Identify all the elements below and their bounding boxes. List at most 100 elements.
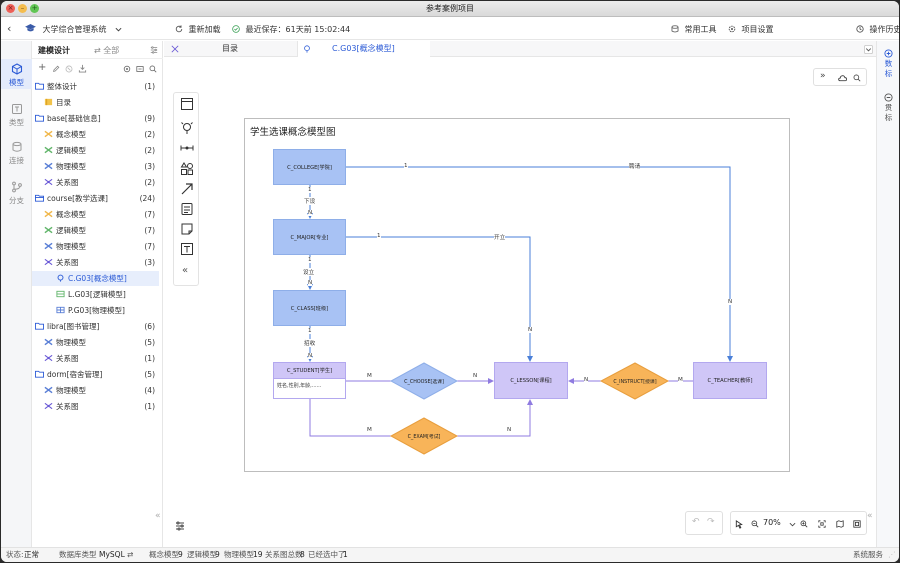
tree-item-relation[interactable]: 关系图(1) [32,351,159,366]
export-icon[interactable] [136,65,144,73]
expand-icon[interactable]: » [820,71,826,81]
rail-type[interactable]: 类型 [1,99,32,129]
rail-branch[interactable]: 分支 [1,177,32,207]
tree-item-relation[interactable]: 关系图(1) [32,399,159,414]
tree-count: (1) [144,354,155,363]
tree-item-concept[interactable]: 概念模型(2) [32,127,159,142]
tree-item-physical[interactable]: 物理模型(5) [32,335,159,350]
maximize-window-button[interactable]: + [30,4,39,13]
history-button[interactable]: 操作历史 [856,24,899,35]
tree-item-lg03[interactable]: L.G03[逻辑模型] [32,287,159,302]
tab-cg03[interactable]: C.G03[概念模型] [298,41,430,57]
tree-label: 物理模型 [56,386,86,395]
delete-icon[interactable] [65,65,73,73]
project-settings-label: 项目设置 [741,25,774,34]
canvas-settings-icon[interactable] [175,521,185,531]
zoom-in-icon[interactable] [800,520,808,528]
entity-tool-icon[interactable] [180,121,194,135]
text-tool-icon[interactable] [180,242,194,256]
table-tool-icon[interactable] [180,202,194,216]
chevron-down-icon[interactable] [789,522,796,527]
redo-icon[interactable]: ↷ [707,517,715,527]
entity-class[interactable]: C_CLASS[班级] [273,290,346,326]
tree-count: (9) [144,114,155,123]
tab-catalog[interactable]: 目录 [164,41,298,57]
common-tools-button[interactable]: 常用工具 [671,24,717,35]
fit-screen-icon[interactable] [818,520,826,528]
entity-teacher-label: C_TEACHER[教师] [707,378,753,384]
tree-item-logic[interactable]: 逻辑模型(7) [32,223,159,238]
pointer-icon[interactable] [735,520,743,529]
reload-button[interactable]: 重新加载 [175,24,221,35]
tabs-menu-chevron-icon[interactable] [864,45,873,54]
relation-tool-icon[interactable] [180,141,194,155]
status-logic-label: 逻辑模型 [187,550,217,559]
tree-item-base[interactable]: base[基础信息](9) [32,111,159,126]
close-window-button[interactable]: × [6,4,15,13]
tree-item-concept[interactable]: 概念模型(7) [32,207,159,222]
status-db-value[interactable]: MySQL [99,550,125,559]
target-icon[interactable] [123,65,131,73]
rail-connect[interactable]: 连接 [1,137,32,167]
edit-icon[interactable] [52,65,60,73]
tree-count: (3) [144,162,155,171]
swap-icon[interactable]: ⇄ [127,550,134,559]
system-service-button[interactable]: 系统服务 [853,550,883,559]
import-icon[interactable] [78,64,87,73]
common-tools-label: 常用工具 [684,25,717,34]
status-state-label: 状态: [6,550,24,559]
zoom-level[interactable]: 70% [763,518,781,527]
tree-item-catalog[interactable]: 目录 [32,95,159,110]
catalog-icon [44,98,53,106]
tree-item-libra[interactable]: libra[图书管理](6) [32,319,159,334]
zoom-out-icon[interactable] [751,520,759,528]
tree-item-physical[interactable]: 物理模型(4) [32,383,159,398]
rail-consistency[interactable]: 贯标 [877,91,899,127]
tree-item-cg03-selected[interactable]: C.G03[概念模型] [32,271,159,286]
rail-consistency-label: 贯标 [884,103,893,122]
tree-label: L.G03[逻辑模型] [68,290,126,299]
tree-item-physical[interactable]: 物理模型(7) [32,239,159,254]
search-icon[interactable] [149,65,157,73]
minimize-window-button[interactable]: – [18,4,27,13]
status-physical-label: 物理模型 [224,550,254,559]
collapse-sidebar-icon[interactable]: « [155,511,161,521]
rail-data-standard[interactable]: 数标 [877,47,899,83]
cloud-icon[interactable] [838,74,847,82]
entity-lesson[interactable]: C_LESSON[课程] [494,362,568,399]
note-tool-icon[interactable] [180,222,194,236]
fullscreen-icon[interactable] [853,520,861,528]
entity-lesson-label: C_LESSON[课程] [510,378,552,384]
minimap-icon[interactable] [836,520,844,528]
tree-item-dorm[interactable]: dorm[宿舍管理](5) [32,367,159,382]
tree-item-overall[interactable]: 整体设计(1) [32,79,159,94]
shapes-tool-icon[interactable] [180,162,194,176]
tree-item-pg03[interactable]: P.G03[物理模型] [32,303,159,318]
entity-student[interactable]: C_STUDENT[学生] [273,362,346,379]
tree-item-relation[interactable]: 关系图(2) [32,175,159,190]
tree-item-course[interactable]: course[教学选课](24) [32,191,159,206]
app-name: 大学综合管理系统 [42,25,107,34]
collapse-right-icon[interactable]: « [867,511,873,521]
search-icon[interactable] [853,74,861,82]
tree-item-logic[interactable]: 逻辑模型(2) [32,143,159,158]
tree-item-physical[interactable]: 物理模型(3) [32,159,159,174]
filter-all-button[interactable]: ⇄ 全部 [94,45,119,56]
add-icon[interactable]: + [38,62,47,73]
label-open: 开立 [494,233,506,241]
project-settings-button[interactable]: 项目设置 [728,24,774,35]
sidebar-settings-icon[interactable] [150,46,158,54]
physical-model-icon [44,386,53,394]
collapse-palette-icon[interactable]: « [182,265,189,276]
app-switcher[interactable]: 大学综合管理系统 [25,24,122,35]
tree-item-relation[interactable]: 关系图(3) [32,255,159,270]
tree-count: (2) [144,146,155,155]
back-icon[interactable]: ‹ [7,22,12,35]
entity-major[interactable]: C_MAJOR[专业] [273,219,346,255]
arrow-tool-icon[interactable] [180,182,194,196]
frame-tool-icon[interactable] [180,97,194,111]
entity-teacher[interactable]: C_TEACHER[教师] [693,362,767,399]
undo-icon[interactable]: ↶ [692,517,700,527]
entity-college[interactable]: C_COLLEGE[学院] [273,149,346,185]
rail-model[interactable]: 模型 [1,59,32,89]
